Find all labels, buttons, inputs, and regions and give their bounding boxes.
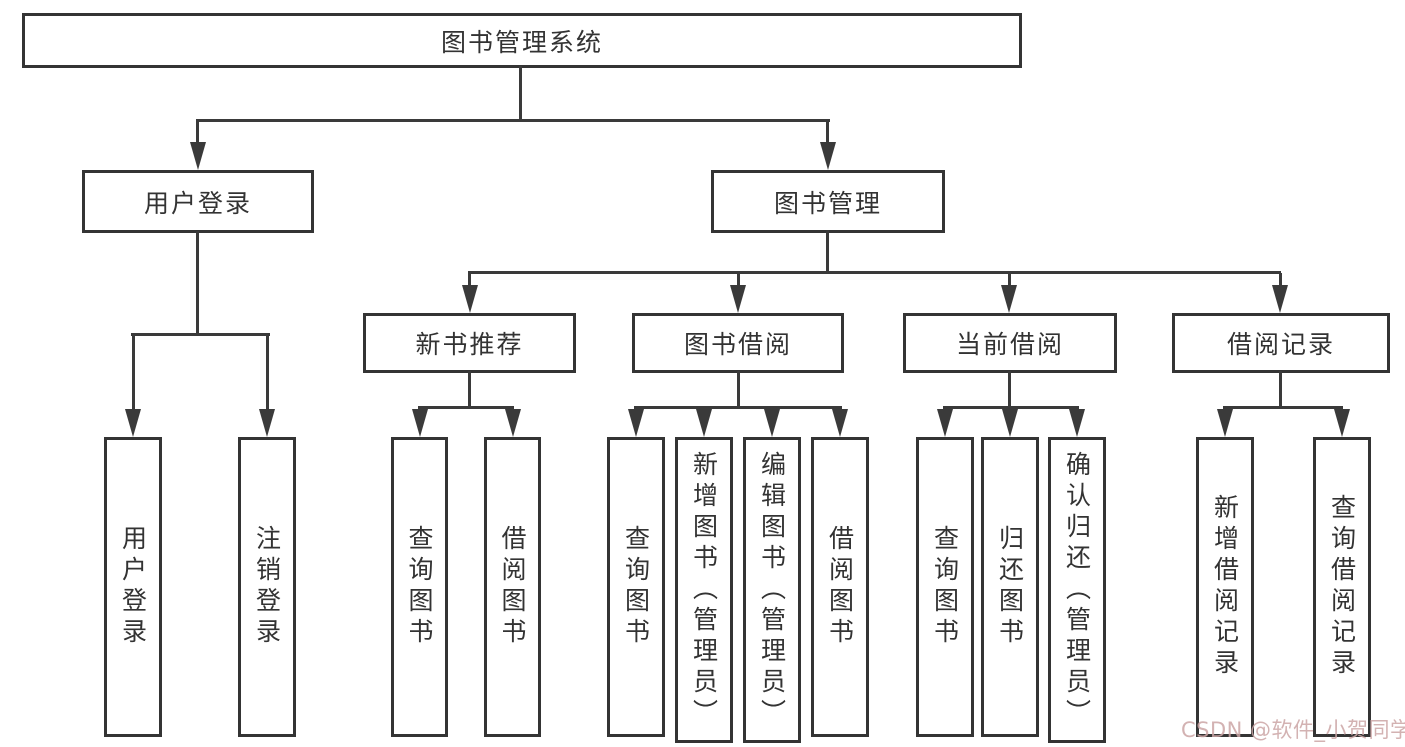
arrow-down-icon [1272,285,1288,313]
leaf-return-book: 归还图书 [981,437,1039,737]
connector-line [468,271,1281,274]
node-current-borrow: 当前借阅 [903,313,1117,373]
connector-line [196,119,199,144]
arrow-down-icon [190,142,206,170]
leaf-label: 查询图书 [405,525,434,649]
leaf-label: 新增图书（管理员） [689,450,719,730]
leaf-label: 新增借阅记录 [1210,494,1240,680]
connector-line [519,66,522,121]
connector-line [1279,371,1282,408]
node-book-borrow: 图书借阅 [632,313,844,373]
connector-line [196,231,199,335]
arrow-down-icon [832,409,848,437]
leaf-query-book: 查询图书 [916,437,974,737]
connector-line [826,230,829,273]
leaf-user-login: 用户登录 [104,437,162,737]
connector-line [634,406,842,409]
connector-line [1223,406,1343,409]
leaf-query-book: 查询图书 [391,437,448,737]
leaf-label: 确认归还（管理员） [1062,450,1092,730]
arrow-down-icon [412,409,428,437]
arrow-down-icon [1334,409,1350,437]
leaf-query-borrow-record: 查询借阅记录 [1313,437,1371,737]
leaf-label: 查询图书 [930,525,960,649]
leaf-edit-book-admin: 编辑图书（管理员） [743,437,801,743]
connector-line [468,371,471,408]
node-book-management: 图书管理 [711,170,945,233]
arrow-down-icon [462,285,478,313]
leaf-borrow-book: 借阅图书 [484,437,541,737]
arrow-down-icon [1069,409,1085,437]
arrow-down-icon [764,409,780,437]
csdn-watermark: CSDN @软件_小贺同学 [1181,718,1405,742]
leaf-query-book: 查询图书 [607,437,665,737]
leaf-confirm-return-admin: 确认归还（管理员） [1048,437,1106,743]
arrow-down-icon [628,409,644,437]
connector-line [737,273,740,287]
arrow-down-icon [1217,409,1233,437]
connector-line [1008,371,1011,408]
arrow-down-icon [259,409,275,437]
leaf-label: 查询借阅记录 [1327,494,1357,680]
leaf-borrow-book: 借阅图书 [811,437,869,737]
connector-line [1279,273,1282,287]
arrow-down-icon [1001,285,1017,313]
connector-line [131,333,270,336]
connector-line [1008,273,1011,287]
arrow-down-icon [730,285,746,313]
arrow-down-icon [696,409,712,437]
node-user-login: 用户登录 [82,170,314,233]
node-borrow-record: 借阅记录 [1172,313,1390,373]
connector-line [468,273,471,287]
leaf-label: 借阅图书 [825,525,855,649]
arrow-down-icon [937,409,953,437]
connector-line [737,371,740,408]
arrow-down-icon [505,409,521,437]
connector-line [132,333,135,411]
leaf-label: 归还图书 [995,525,1025,649]
arrow-down-icon [1002,409,1018,437]
arrow-down-icon [125,409,141,437]
leaf-label: 注销登录 [252,525,282,649]
connector-line [418,406,514,409]
leaf-add-borrow-record: 新增借阅记录 [1196,437,1254,737]
leaf-logout: 注销登录 [238,437,296,737]
connector-line [943,406,1079,409]
leaf-label: 用户登录 [118,525,148,649]
connector-line [266,333,269,411]
leaf-add-book-admin: 新增图书（管理员） [675,437,733,743]
leaf-label: 编辑图书（管理员） [757,450,787,730]
leaf-label: 查询图书 [621,525,651,649]
node-new-book-recommend: 新书推荐 [363,313,576,373]
arrow-down-icon [820,142,836,170]
connector-line [826,119,829,144]
connector-line [196,119,830,122]
leaf-label: 借阅图书 [498,525,527,649]
node-library-management-system: 图书管理系统 [22,13,1022,68]
